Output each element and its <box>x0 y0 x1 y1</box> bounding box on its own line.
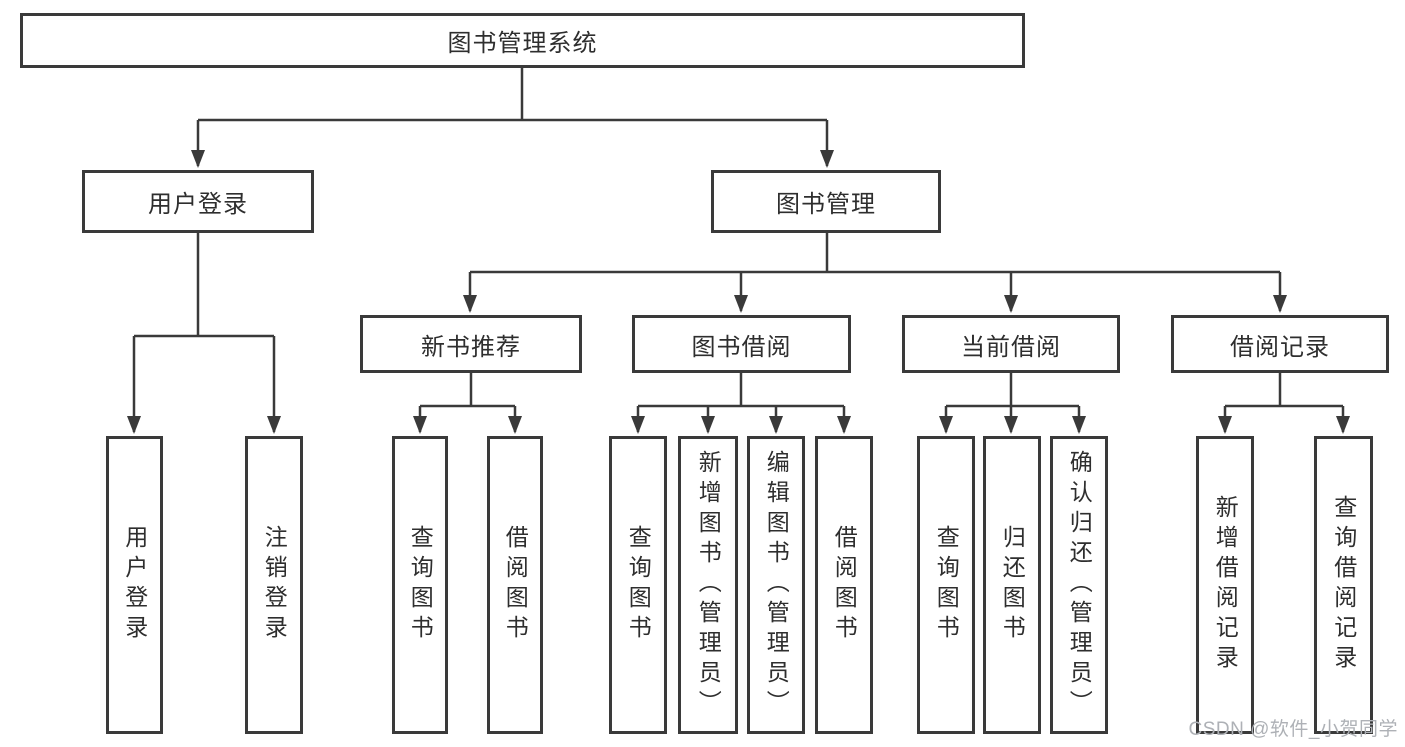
leaf-current-query-label: 查询图书 <box>933 525 960 645</box>
leaf-logout: 注销登录 <box>245 436 303 734</box>
leaf-newbook-borrow: 借阅图书 <box>487 436 543 734</box>
leaf-borrow-add-book: 新增图书（管理员） <box>678 436 738 734</box>
connector-user-login <box>127 233 281 434</box>
leaf-return-book: 归还图书 <box>983 436 1041 734</box>
node-root-label: 图书管理系统 <box>447 30 598 57</box>
node-book-management: 图书管理 <box>711 170 941 233</box>
connector-book-borrow <box>631 373 851 434</box>
node-current-borrow: 当前借阅 <box>902 315 1120 373</box>
node-new-book-recommend: 新书推荐 <box>360 315 582 373</box>
leaf-confirm-return: 确认归还（管理员） <box>1050 436 1108 734</box>
leaf-borrow-edit-book: 编辑图书（管理员） <box>747 436 805 734</box>
leaf-user-login-label: 用户登录 <box>121 525 148 645</box>
leaf-query-borrow-record: 查询借阅记录 <box>1314 436 1373 734</box>
leaf-newbook-borrow-label: 借阅图书 <box>502 525 529 645</box>
leaf-borrow-query: 查询图书 <box>609 436 667 734</box>
leaf-borrow-edit-book-label: 编辑图书（管理员） <box>763 450 790 720</box>
connector-book-management <box>463 233 1287 313</box>
node-root-system: 图书管理系统 <box>20 13 1025 68</box>
leaf-user-login: 用户登录 <box>106 436 163 734</box>
leaf-borrow-add-book-label: 新增图书（管理员） <box>695 450 722 720</box>
leaf-add-borrow-record-label: 新增借阅记录 <box>1212 495 1239 675</box>
node-book-borrow-label: 图书借阅 <box>691 333 792 361</box>
node-new-book-recommend-label: 新书推荐 <box>421 333 521 361</box>
leaf-query-borrow-record-label: 查询借阅记录 <box>1330 495 1357 675</box>
leaf-current-query: 查询图书 <box>917 436 975 734</box>
leaf-confirm-return-label: 确认归还（管理员） <box>1066 450 1093 720</box>
leaf-newbook-query: 查询图书 <box>392 436 448 734</box>
node-borrow-record: 借阅记录 <box>1171 315 1389 373</box>
node-current-borrow-label: 当前借阅 <box>961 333 1061 361</box>
leaf-add-borrow-record: 新增借阅记录 <box>1196 436 1254 734</box>
node-borrow-record-label: 借阅记录 <box>1230 333 1330 361</box>
node-user-login-label: 用户登录 <box>148 191 248 218</box>
connector-new-book <box>413 373 522 434</box>
csdn-watermark: CSDN @软件_小贺同学 <box>1188 719 1398 740</box>
leaf-borrow-book-label: 借阅图书 <box>831 525 858 645</box>
leaf-borrow-book: 借阅图书 <box>815 436 873 734</box>
node-user-login: 用户登录 <box>82 170 314 233</box>
connector-borrow-record <box>1218 373 1350 434</box>
leaf-return-book-label: 归还图书 <box>999 525 1026 645</box>
connector-current-borrow <box>939 373 1086 434</box>
node-book-management-label: 图书管理 <box>776 191 876 218</box>
leaf-newbook-query-label: 查询图书 <box>407 525 434 645</box>
node-book-borrow: 图书借阅 <box>632 315 851 373</box>
leaf-borrow-query-label: 查询图书 <box>625 525 652 645</box>
leaf-logout-label: 注销登录 <box>261 525 288 645</box>
connector-root <box>191 68 834 168</box>
